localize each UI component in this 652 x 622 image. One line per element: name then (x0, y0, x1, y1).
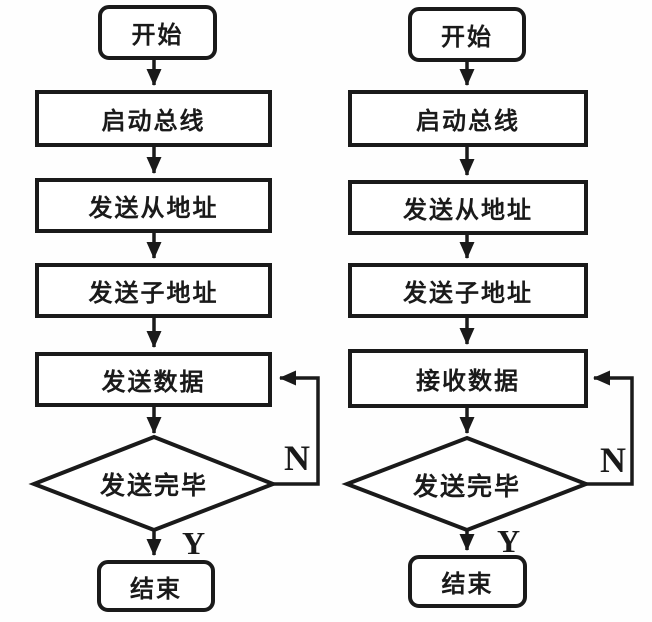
right-step3-label: 发送子地址 (403, 280, 533, 307)
left-start-node: 开始 (98, 5, 217, 60)
left-process-send-sub-address: 发送子地址 (35, 263, 272, 318)
right-decision-label-box: 发送完毕 (367, 459, 567, 511)
left-decision-label: 发送完毕 (99, 472, 208, 500)
right-branch-yes-label: Y (497, 523, 521, 559)
right-process-send-slave-address: 发送从地址 (348, 180, 588, 235)
right-flow-arrows (459, 62, 634, 551)
right-decision-diamond (341, 435, 592, 533)
left-step2-label: 发送从地址 (88, 195, 219, 222)
right-decision-label: 发送完毕 (412, 473, 521, 501)
left-process-start-bus: 启动总线 (35, 90, 272, 147)
right-branch-no-label: N (600, 440, 626, 480)
right-end-label: 结束 (441, 571, 494, 598)
right-process-start-bus: 启动总线 (348, 90, 588, 147)
left-process-send-data: 发送数据 (35, 352, 272, 407)
right-step4-label: 接收数据 (416, 368, 520, 395)
right-process-receive-data: 接收数据 (348, 349, 588, 408)
left-decision-label-box: 发送完毕 (54, 458, 254, 510)
left-start-label: 开始 (131, 22, 184, 49)
left-process-send-slave-address: 发送从地址 (35, 178, 272, 233)
left-step1-label: 启动总线 (101, 108, 206, 135)
right-start-label: 开始 (441, 24, 493, 51)
left-branch-yes-label: Y (182, 525, 206, 561)
right-process-send-sub-address: 发送子地址 (348, 263, 588, 318)
right-step1-label: 启动总线 (416, 108, 520, 135)
left-flow-arrows (146, 60, 320, 556)
right-step2-label: 发送从地址 (403, 197, 533, 224)
left-end-label: 结束 (130, 575, 182, 603)
left-end-node: 结束 (97, 560, 215, 612)
left-decision-diamond (28, 434, 279, 533)
left-step3-label: 发送子地址 (88, 280, 219, 307)
right-end-node: 结束 (408, 555, 527, 608)
left-branch-no-label: N (284, 438, 310, 478)
left-step4-label: 发送数据 (101, 369, 206, 396)
right-start-node: 开始 (408, 7, 526, 62)
